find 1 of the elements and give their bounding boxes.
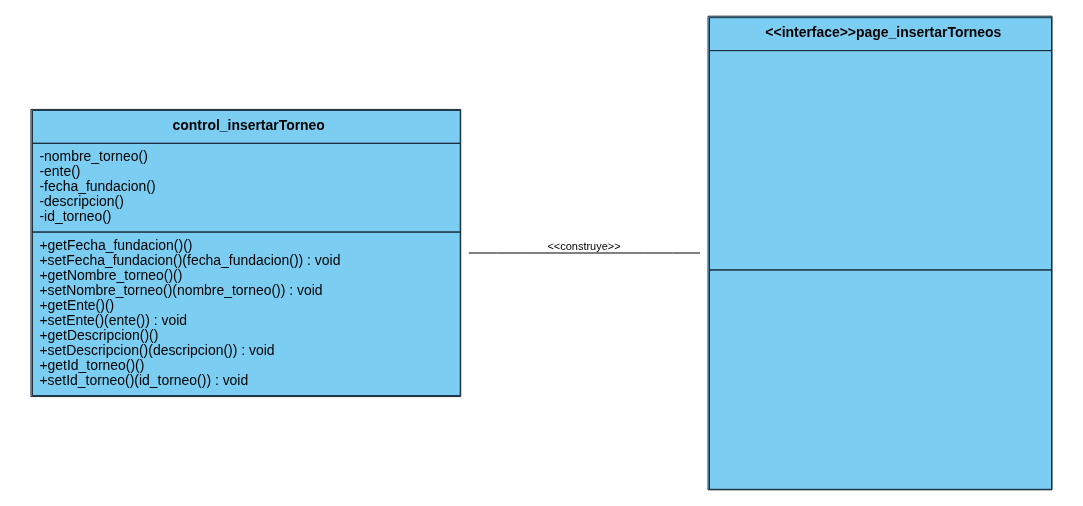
edge-label: <<construye>>: [547, 239, 621, 252]
